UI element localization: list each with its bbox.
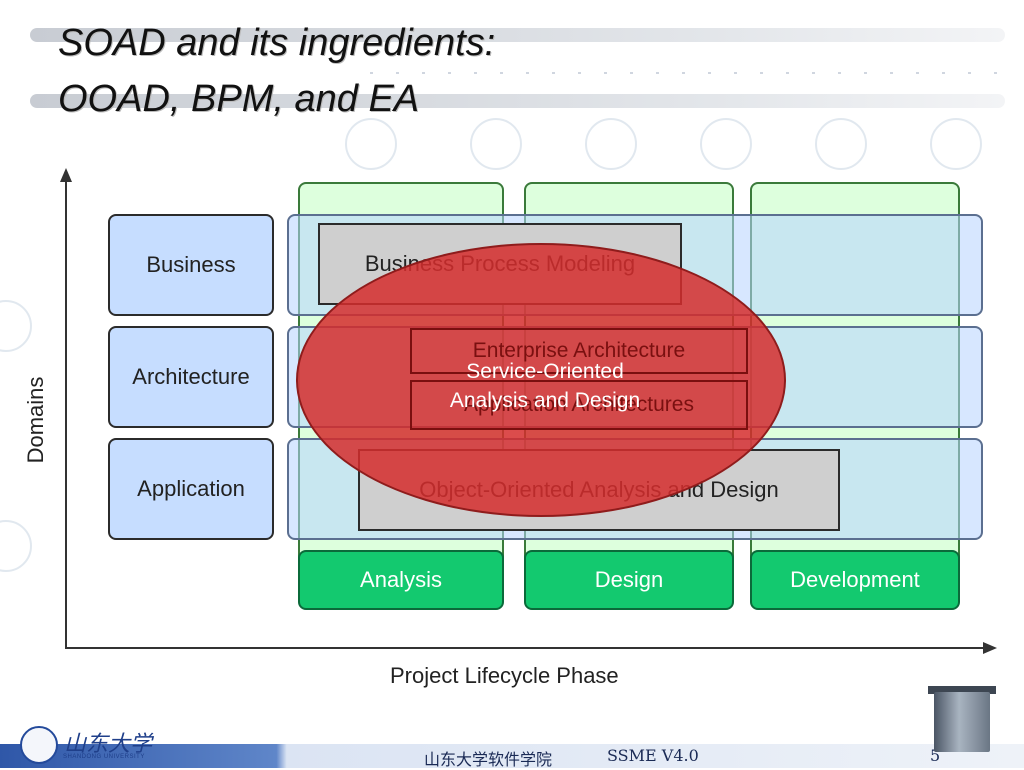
university-seal-icon [20, 726, 58, 764]
watermark-seal [470, 118, 522, 170]
watermark-seal [0, 300, 32, 352]
page-number: 5 [930, 746, 941, 765]
phase-development: Development [750, 550, 960, 610]
soad-label-line-1: Service-Oriented [466, 360, 624, 383]
application-architectures-box: Application Architectures [410, 380, 748, 430]
watermark-seal [930, 118, 982, 170]
university-logo-text: 山东大学 [64, 732, 153, 757]
phase-design: Design [524, 550, 734, 610]
domain-application: Application [108, 438, 274, 540]
watermark-seal [700, 118, 752, 170]
title-bar-decoration [30, 28, 1005, 42]
y-axis-label: Domains [23, 376, 48, 464]
domain-business: Business [108, 214, 274, 316]
dotted-decoration [370, 72, 1010, 74]
x-axis-arrow [983, 642, 997, 654]
footer-version: SSME V4.0 [607, 746, 699, 765]
x-axis-label: Project Lifecycle Phase [390, 663, 619, 688]
watermark-seal [345, 118, 397, 170]
watermark-seal [0, 520, 32, 572]
title-bar-decoration [30, 94, 1005, 108]
x-axis [65, 647, 985, 649]
watermark-seal [585, 118, 637, 170]
pillar-decoration [928, 686, 996, 694]
footer-institute: 山东大学软件学院 [424, 750, 553, 769]
pillar-decoration [934, 692, 990, 752]
y-axis-arrow [60, 168, 72, 182]
slide-title-line-1: SOAD and its ingredients: [58, 22, 496, 64]
phase-analysis: Analysis [298, 550, 504, 610]
slide-title-line-2: OOAD, BPM, and EA [58, 78, 420, 120]
ea-box: Enterprise Architecture [410, 328, 748, 374]
footer-bar [0, 744, 1024, 768]
y-axis [65, 178, 67, 649]
soad-label-line-2: Analysis and Design [449, 389, 641, 412]
watermark-seal [815, 118, 867, 170]
domain-architecture: Architecture [108, 326, 274, 428]
university-logo-subtext: SHANDONG UNIVERSITY [63, 754, 145, 760]
